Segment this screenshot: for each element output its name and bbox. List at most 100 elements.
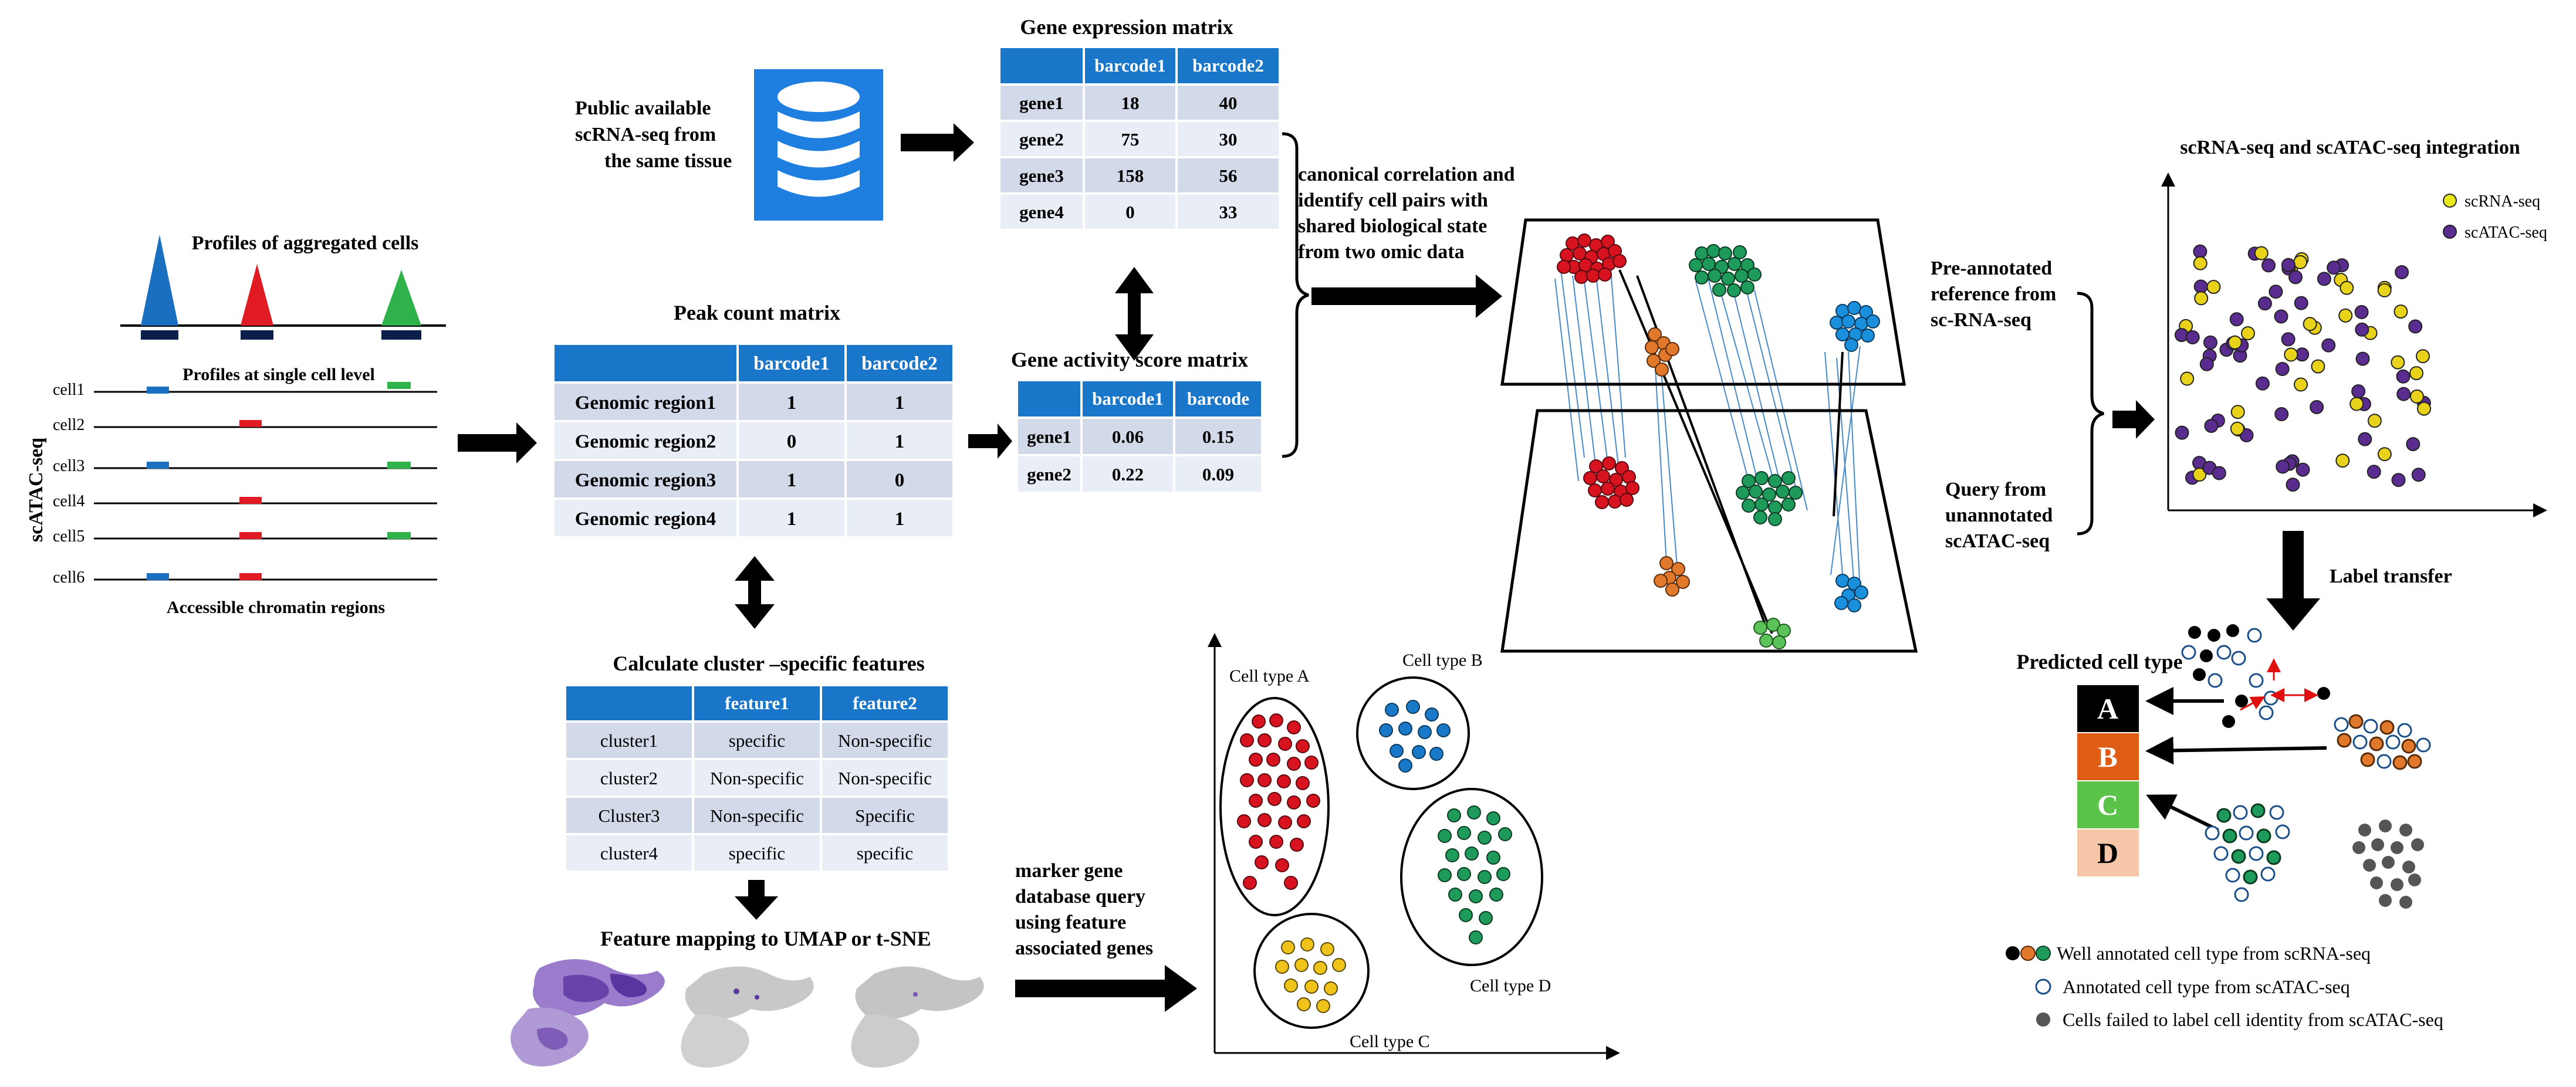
scatac-point: [2193, 244, 2207, 259]
peak-count-matrix: Peak count matrix barcode1 barcode2 Geno…: [555, 301, 952, 536]
integration-scatter: scRNA-seq and scATAC-seq integration scR…: [2161, 137, 2547, 517]
ref-blue-cluster: [1830, 301, 1880, 352]
table-cell: gene3: [1019, 165, 1064, 186]
scrna-point: [2193, 256, 2207, 270]
query-plane: [1500, 409, 1918, 653]
bottom-legend: Well annotated cell type from scRNA-seq …: [2006, 943, 2443, 1030]
peak-blue: [141, 235, 178, 326]
scatac-point: [2355, 351, 2370, 366]
curly-bracket: [1282, 132, 1309, 458]
table-cell: gene2: [1027, 464, 1071, 485]
scatac-point: [2395, 265, 2409, 279]
double-arrow-vertical: [735, 556, 775, 629]
table-cell: gene2: [1019, 129, 1064, 150]
scatac-point: [2175, 425, 2189, 440]
scatac-point: [2406, 437, 2421, 452]
scatac-point: [2281, 332, 2296, 347]
scatac-point: [2203, 335, 2217, 350]
scatac-point: [2276, 459, 2290, 474]
scrna-point: [2254, 246, 2269, 260]
table-cell: 0: [1125, 202, 1135, 222]
table-cell: Specific: [855, 805, 915, 826]
ref-red-cluster: [1557, 233, 1627, 284]
table-cell: cluster1: [600, 730, 658, 751]
scrna-point: [2194, 291, 2209, 306]
scatac-point: [2275, 362, 2290, 376]
legend-item3: Cells failed to label cell identity from…: [2063, 1009, 2443, 1030]
public-line1: Public available: [575, 97, 711, 119]
reference-line1: Pre-annotated: [1931, 258, 2052, 279]
scatter-points: [2174, 244, 2431, 492]
legend-item2: Annotated cell type from scATAC-seq: [2063, 976, 2350, 997]
cca-line1: canonical correlation and: [1298, 164, 1515, 185]
scatac-point: [2310, 400, 2324, 414]
scrna-point: [2293, 255, 2308, 269]
scatac-point: [2199, 357, 2214, 371]
table-cell: 1: [787, 392, 797, 414]
umap-purple: [511, 959, 665, 1066]
legend-swatch-scatac: [2443, 225, 2457, 239]
scatac-point: [2288, 270, 2303, 285]
ref-orange-cluster: [1645, 327, 1679, 377]
public-scrna-panel: Public available scRNA-seq from the same…: [575, 69, 883, 221]
scatac-point: [2354, 305, 2369, 319]
gene-activity-matrix: Gene activity score matrix barcode1 barc…: [1011, 348, 1261, 492]
scrna-point: [2377, 283, 2392, 297]
umap-grey-1: [681, 966, 814, 1068]
table-cell: 18: [1121, 93, 1140, 113]
table-cell: 1: [895, 431, 905, 452]
table-header: barcode1: [1092, 388, 1164, 409]
predicted-cluster-b: [2334, 714, 2431, 770]
cell-label: cell6: [53, 568, 84, 587]
cluster-features-matrix: Calculate cluster –specific features fea…: [566, 652, 948, 871]
table-header: barcode2: [861, 353, 938, 374]
scatac-point: [2411, 468, 2426, 482]
scrna-point: [2180, 371, 2195, 386]
predicted-cluster-d: [2352, 820, 2424, 909]
scatac-point: [2396, 369, 2411, 384]
scatac-point: [2317, 272, 2331, 286]
arrow-right: [2112, 400, 2155, 439]
scatac-profiles-panel: scATAC-seq Profiles of aggregated cells …: [25, 232, 446, 617]
table-header: feature2: [853, 693, 917, 713]
scatac-point: [2351, 384, 2366, 399]
table-header: barcode1: [753, 353, 830, 374]
cca-line4: from two omic data: [1298, 241, 1465, 263]
umap-grey-2: [851, 966, 984, 1068]
table-cell: specific: [729, 730, 785, 751]
predicted-label-d: D: [2097, 837, 2118, 869]
table-cell: 0: [895, 470, 905, 491]
cell-type-b-dots: [1379, 700, 1451, 773]
predicted-title: Predicted cell type: [2016, 650, 2182, 673]
arrow-right: [901, 123, 974, 162]
scrna-point: [2294, 377, 2308, 392]
scatac-point: [2204, 419, 2219, 433]
scatac-point: [2193, 279, 2208, 294]
label-transfer-arrow: Label transfer: [2266, 531, 2452, 631]
scrna-point: [2284, 347, 2298, 362]
scatac-point: [2286, 478, 2300, 492]
table-cell: 1: [787, 509, 797, 530]
scatac-point: [2274, 309, 2288, 324]
scatac-point: [2391, 473, 2406, 487]
cell-label: cell1: [53, 381, 84, 399]
table-cell: 0.09: [1202, 464, 1234, 485]
table-cell: 75: [1121, 129, 1140, 150]
marker-line4: associated genes: [1015, 937, 1153, 959]
table-cell: cluster2: [600, 768, 658, 788]
scatac-point: [2296, 462, 2310, 477]
table-cell: 0: [787, 431, 797, 452]
table-cell: 33: [1219, 202, 1238, 222]
legend-scrna: scRNA-seq: [2465, 192, 2540, 211]
query-blue-cluster: [1834, 574, 1868, 612]
table-header: barcode: [1187, 388, 1249, 409]
arrow-down: [735, 880, 778, 920]
scrna-point: [2206, 280, 2221, 294]
marker-line1: marker gene: [1015, 860, 1123, 882]
table-cell: Genomic region3: [575, 470, 716, 491]
table-cell: Non-specific: [710, 805, 804, 826]
scatac-side-label: scATAC-seq: [25, 438, 47, 542]
table-cell: 0.15: [1202, 426, 1234, 447]
scatac-point: [2396, 387, 2411, 401]
cell-type-b-ellipse: [1356, 676, 1470, 790]
